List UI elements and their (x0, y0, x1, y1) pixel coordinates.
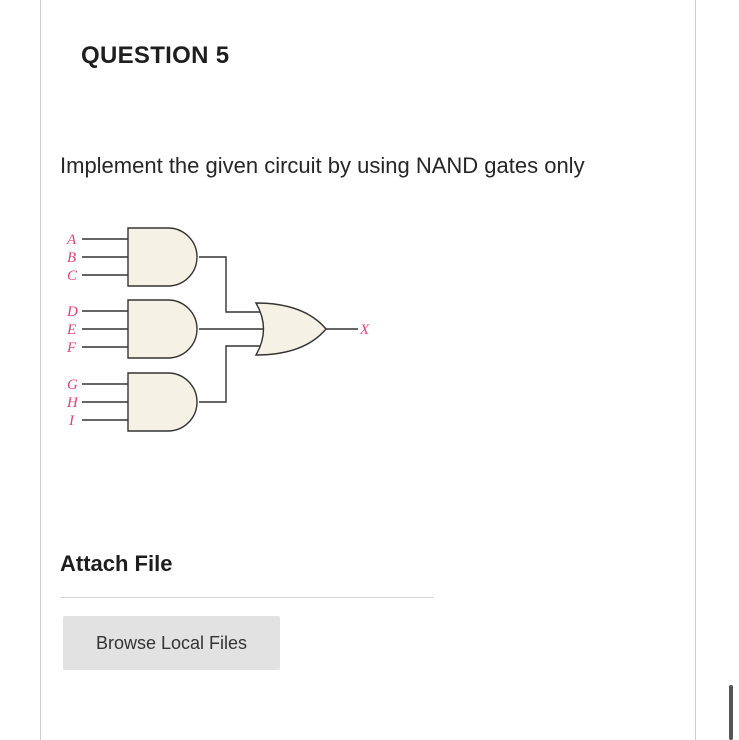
input-label-g: G (67, 377, 78, 393)
input-label-f: F (66, 340, 77, 356)
scrollbar[interactable] (729, 685, 733, 740)
input-label-h: H (66, 395, 79, 411)
input-label-b: B (67, 250, 76, 266)
input-label-c: C (67, 268, 78, 284)
input-label-d: D (66, 304, 78, 320)
divider (60, 597, 434, 598)
attach-file-title: Attach File (60, 551, 173, 576)
wire-and1-out (199, 256, 268, 313)
and-gate-1 (127, 227, 198, 287)
browse-local-files-button[interactable]: Browse Local Files (63, 616, 280, 670)
or-gate (254, 302, 327, 356)
question-panel (40, 0, 696, 740)
circuit-diagram: A B C D E F G H I X (66, 227, 370, 432)
input-label-e: E (66, 322, 76, 338)
input-label-a: A (66, 232, 77, 248)
output-label-x: X (359, 322, 370, 338)
input-label-i: I (68, 413, 75, 429)
wire-and3-out (199, 345, 268, 403)
and-gate-3 (127, 372, 198, 432)
and-gate-2 (127, 299, 198, 359)
question-text: Implement the given circuit by using NAN… (60, 153, 585, 178)
question-title: QUESTION 5 (81, 42, 230, 69)
